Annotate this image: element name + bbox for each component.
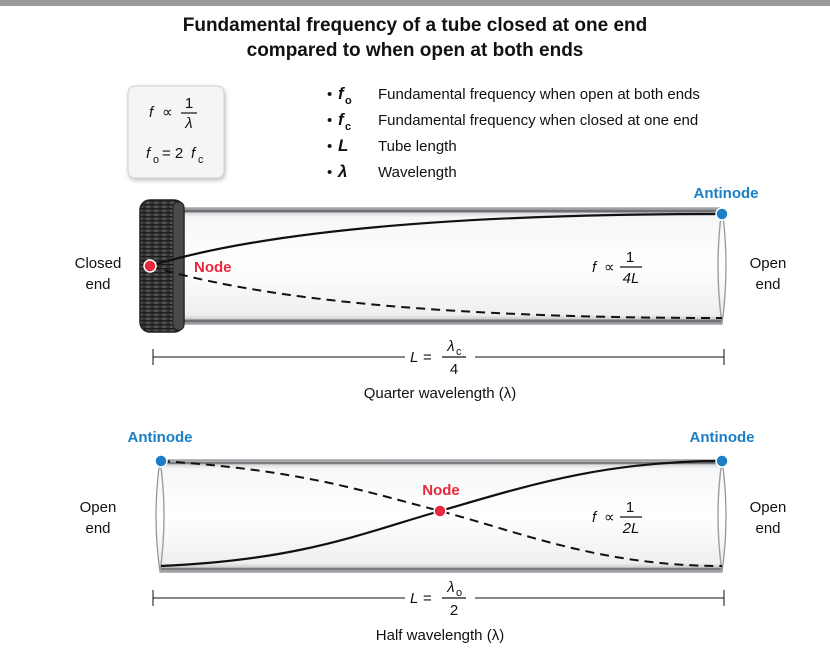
antinode-marker-left xyxy=(154,454,168,468)
top-border xyxy=(0,0,830,6)
length-eq: = xyxy=(423,349,432,366)
length-eq: = xyxy=(423,590,432,607)
page-title: Fundamental frequency of a tube closed a… xyxy=(183,15,648,61)
freq-numerator: 1 xyxy=(626,249,634,266)
freq-lhs: f xyxy=(592,509,598,526)
antinode-marker xyxy=(715,207,729,221)
length-denominator: 2 xyxy=(450,602,458,619)
freq-numerator: 1 xyxy=(626,499,634,516)
length-lhs: L xyxy=(410,349,418,366)
legend-symbol: f xyxy=(338,84,346,103)
legend-symbol-sub: c xyxy=(345,121,351,133)
formula-box: f ∝ 1 λ f o = 2 f c xyxy=(127,85,225,179)
formula-box-frame xyxy=(127,85,225,179)
antinode-label-left: Antinode xyxy=(128,429,193,446)
legend-text: Wavelength xyxy=(378,164,457,181)
right-end-label-2: end xyxy=(755,276,780,293)
node-label: Node xyxy=(194,259,232,276)
freq-denominator: 4L xyxy=(623,270,640,287)
tube-open-both-ends: Node Antinode Antinode f ∝ 1 2L Open end… xyxy=(80,429,787,644)
left-end-label-2: end xyxy=(85,520,110,537)
length-denominator: 4 xyxy=(450,361,458,378)
formula-1-numerator: 1 xyxy=(185,95,193,112)
legend-bullet: • xyxy=(327,86,332,103)
length-lhs: L xyxy=(410,590,418,607)
formula-1-denominator: λ xyxy=(184,115,192,132)
wave-solid xyxy=(149,212,723,268)
tube-right-rim xyxy=(717,459,723,573)
length-numerator-sub: c xyxy=(456,346,462,358)
cap-lip xyxy=(172,201,185,331)
legend-symbol: L xyxy=(338,136,348,155)
legend-symbol: λ xyxy=(337,162,347,181)
left-end-label-1: Closed xyxy=(75,255,122,272)
legend-bullet: • xyxy=(327,112,332,129)
legend-symbol-sub: o xyxy=(345,95,352,107)
legend: • f o Fundamental frequency when open at… xyxy=(327,84,700,181)
formula-2-equals: = 2 xyxy=(162,145,183,162)
title-line-1: Fundamental frequency of a tube closed a… xyxy=(183,15,648,36)
length-numerator: λ xyxy=(446,338,454,355)
caption-quarter-wavelength: Quarter wavelength (λ) xyxy=(364,385,517,402)
closed-end-cap xyxy=(139,199,185,333)
freq-prop: ∝ xyxy=(604,259,615,276)
legend-item: • λ Wavelength xyxy=(327,162,457,181)
formula-1-lhs: f xyxy=(149,104,155,121)
wave-dashed xyxy=(149,265,723,319)
tube-body xyxy=(159,207,727,325)
formula-2-rhs-sub: c xyxy=(198,154,204,166)
length-dimension xyxy=(152,590,725,606)
right-end-label-1: Open xyxy=(750,255,787,272)
left-end-label-2: end xyxy=(85,276,110,293)
legend-bullet: • xyxy=(327,138,332,155)
tube-left-rim xyxy=(159,459,165,573)
formula-2-lhs: f xyxy=(146,145,152,162)
antinode-label: Antinode xyxy=(694,185,759,202)
legend-text: Tube length xyxy=(378,138,457,155)
formula-2-lhs-sub: o xyxy=(153,154,159,166)
legend-text: Fundamental frequency when open at both … xyxy=(378,86,700,103)
tube-closed-one-end: Node Antinode f ∝ 1 4L Closed end Open e… xyxy=(75,185,787,402)
freq-denominator: 2L xyxy=(622,520,640,537)
length-dimension xyxy=(152,349,725,365)
node-label: Node xyxy=(422,482,460,499)
legend-item: • f c Fundamental frequency when closed … xyxy=(327,110,698,133)
right-end-label-2: end xyxy=(755,520,780,537)
right-end-label-1: Open xyxy=(750,499,787,516)
title-line-2: compared to when open at both ends xyxy=(247,40,584,61)
node-marker xyxy=(433,504,447,518)
antinode-marker-right xyxy=(715,454,729,468)
legend-item: • f o Fundamental frequency when open at… xyxy=(327,84,700,107)
antinode-label-right: Antinode xyxy=(690,429,755,446)
legend-text: Fundamental frequency when closed at one… xyxy=(378,112,698,129)
length-numerator: λ xyxy=(446,579,454,596)
legend-item: • L Tube length xyxy=(327,136,457,155)
freq-lhs: f xyxy=(592,259,598,276)
freq-prop: ∝ xyxy=(604,509,615,526)
formula-2-rhs: f xyxy=(191,145,197,162)
length-numerator-sub: o xyxy=(456,587,462,599)
caption-half-wavelength: Half wavelength (λ) xyxy=(376,627,504,644)
wave-dashed xyxy=(160,460,723,567)
legend-bullet: • xyxy=(327,164,332,181)
legend-symbol: f xyxy=(338,110,346,129)
formula-1-prop: ∝ xyxy=(162,104,173,121)
node-marker xyxy=(143,259,157,273)
left-end-label-1: Open xyxy=(80,499,117,516)
